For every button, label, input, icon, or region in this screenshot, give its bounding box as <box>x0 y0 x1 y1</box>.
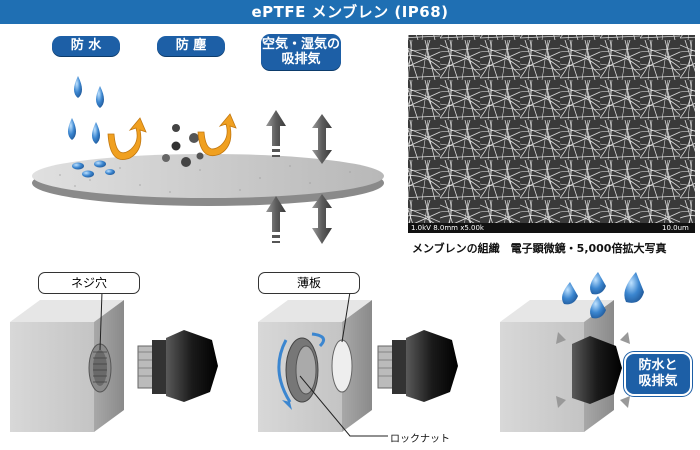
page-banner: ePTFE メンブレン (IP68) <box>0 0 700 24</box>
dust-bounce-arrow <box>197 113 237 157</box>
dustproof-label: 防 塵 <box>157 36 225 56</box>
waterproof-label: 防 水 <box>52 36 120 56</box>
vent-arrow-up-bottom <box>266 196 286 243</box>
waterproof-vent-badge-line1: 防水と <box>638 358 678 373</box>
vent-arrow-up-top <box>266 110 286 157</box>
waterproof-vent-badge-line2: 吸排気 <box>638 374 678 389</box>
waterproof-vent-badge: 防水と 吸排気 <box>624 352 692 396</box>
surface-droplets <box>72 160 115 178</box>
panel-screw-hole <box>10 300 124 432</box>
screw-hole-leader <box>99 291 103 351</box>
dust-particles <box>162 124 204 167</box>
membrane-disc <box>32 154 384 206</box>
ventilation-label: 空気・湿気の 吸排気 <box>261 34 341 70</box>
vent-plug-2 <box>377 330 458 402</box>
sem-micrograph <box>408 35 695 233</box>
lock-nut-leader <box>299 375 388 437</box>
sem-scale-right: 10.0um <box>662 224 689 232</box>
vent-arrow-double-top <box>312 114 332 164</box>
installed-vent-arrows <box>556 332 630 408</box>
water-bounce-arrow <box>107 117 147 160</box>
thin-plate-leader <box>341 291 351 343</box>
panel-installed <box>500 300 622 432</box>
water-drops <box>68 76 104 144</box>
sem-scale-left: 1.0kV 8.0mm x5.00k <box>411 224 484 232</box>
ventilation-label-line2: 吸排気 <box>281 52 321 67</box>
micrograph-caption: メンブレンの組織 電子顕微鏡・5,000倍拡大写真 <box>412 242 667 255</box>
vent-plug-1 <box>137 330 218 402</box>
screw-hole-callout: ネジ穴 <box>38 272 140 294</box>
lock-nut-label: ロックナット <box>390 434 450 445</box>
panel-thin-plate <box>258 300 372 432</box>
vent-arrow-double-bottom <box>312 194 332 244</box>
thin-plate-callout: 薄板 <box>258 272 360 294</box>
thin-plate-washer <box>331 339 353 393</box>
ventilation-label-line1: 空気・湿気の <box>261 37 340 52</box>
rain-drops <box>562 272 644 319</box>
